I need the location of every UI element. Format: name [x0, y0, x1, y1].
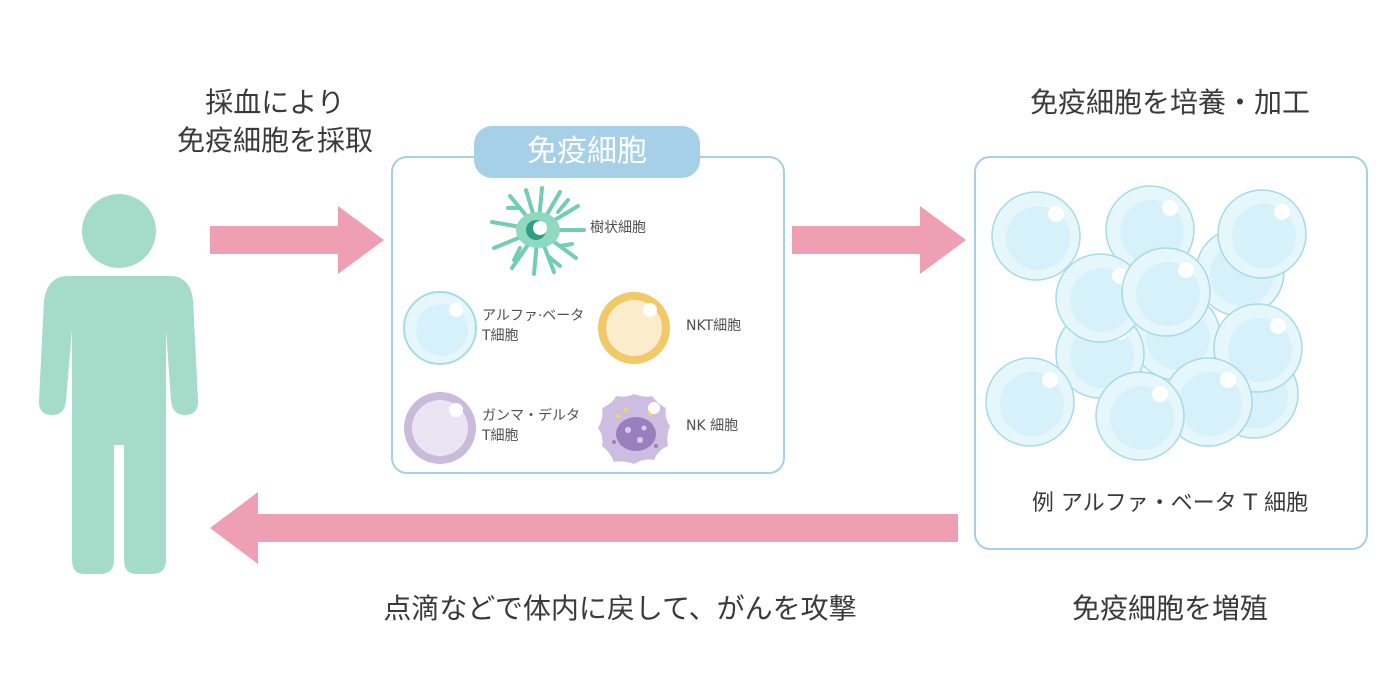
- nk-label: NK 細胞: [686, 418, 739, 434]
- arrow-right-icon: [210, 206, 384, 274]
- example-cell-label: 例 アルファ・ベータ T 細胞: [1031, 491, 1309, 516]
- nkt-cell-icon: [598, 292, 670, 364]
- gamma-delta-t-label-line2: T細胞: [482, 428, 519, 444]
- alpha-beta-t-label: アルファ·ベータ T細胞: [482, 306, 584, 346]
- dendritic-label: 樹状細胞: [590, 220, 646, 236]
- expand-caption: 免疫細胞を増殖: [1071, 592, 1268, 625]
- gamma-delta-t-cell-icon: [404, 392, 476, 464]
- dendritic-cell-icon: [490, 186, 586, 276]
- alpha-beta-t-label-line2: T細胞: [482, 328, 519, 344]
- person-icon: [38, 194, 199, 574]
- gamma-delta-t-label-line1: ガンマ・デルタ: [482, 408, 580, 424]
- collect-caption-line1: 採血により: [205, 86, 345, 119]
- arrow-left-icon: [210, 492, 958, 564]
- cultured-cells-cluster: [985, 185, 1307, 461]
- alpha-beta-t-label-line1: アルファ·ベータ: [482, 308, 585, 324]
- collect-caption: 採血により 免疫細胞を採取: [140, 84, 410, 160]
- alpha-beta-t-cell-icon: [403, 291, 477, 365]
- gamma-delta-t-label: ガンマ・デルタ T細胞: [482, 406, 580, 446]
- collect-caption-line2: 免疫細胞を採取: [176, 124, 373, 157]
- culture-caption: 免疫細胞を培養・加工: [1029, 86, 1310, 119]
- return-caption: 点滴などで体内に戻して、がんを攻撃: [383, 592, 857, 625]
- nk-cell-icon: [598, 394, 670, 464]
- arrow-right-icon: [792, 206, 966, 274]
- immune-panel-title: 免疫細胞: [474, 126, 700, 178]
- nkt-label: NKT細胞: [686, 318, 742, 334]
